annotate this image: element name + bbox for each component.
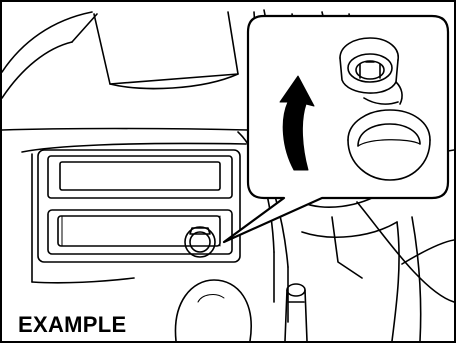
gear-shift-knob	[175, 280, 251, 341]
example-caption: EXAMPLE	[18, 314, 126, 336]
power-outlet-icon	[185, 227, 215, 257]
callout-bubble	[224, 16, 448, 242]
dashboard-illustration	[2, 2, 454, 341]
